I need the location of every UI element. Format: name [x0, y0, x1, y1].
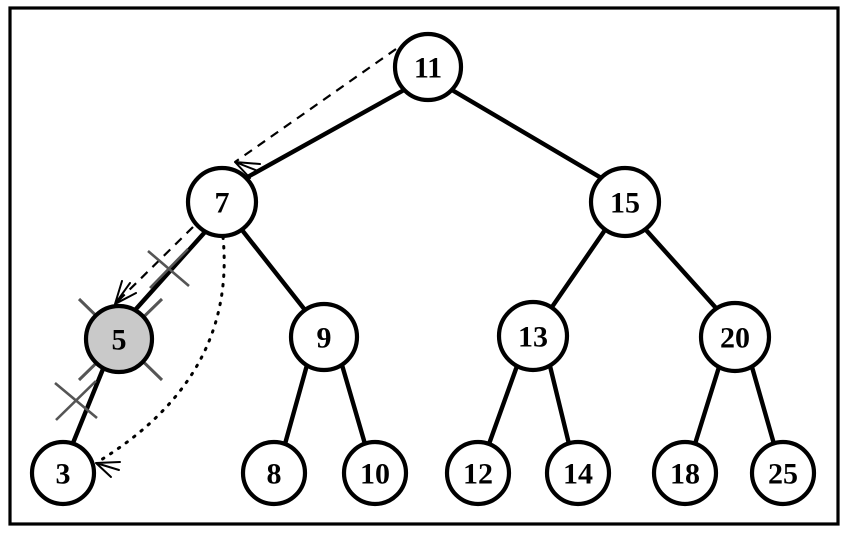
node-10-label: 10 — [360, 458, 390, 491]
edge-15-20 — [643, 227, 719, 311]
edge-9-8 — [282, 362, 310, 447]
node-7-circle[interactable] — [185, 165, 259, 239]
edge-7-9 — [239, 227, 308, 313]
edge-20-25 — [749, 364, 777, 447]
node-13-label: 13 — [518, 321, 548, 354]
node-11[interactable]: 11 — [392, 31, 464, 103]
node-18[interactable]: 18 — [651, 439, 719, 507]
edge-13-12 — [486, 363, 520, 447]
node-13[interactable]: 13 — [496, 299, 570, 373]
edge-15-13 — [549, 227, 608, 310]
cross-mark-edge-7-5 — [147, 248, 190, 289]
node-20-circle[interactable] — [698, 300, 772, 374]
node-11-circle[interactable] — [392, 31, 464, 103]
node-7[interactable]: 7 — [185, 165, 259, 239]
node-18-circle[interactable] — [651, 439, 719, 507]
node-10[interactable]: 10 — [341, 439, 409, 507]
dashed-arrow-11-to-7 — [234, 48, 397, 179]
node-8[interactable]: 8 — [240, 439, 308, 507]
dashed-arrow-11-to-7-line — [234, 48, 397, 163]
node-25[interactable]: 25 — [749, 439, 817, 507]
edge-9-10 — [339, 362, 368, 447]
node-9-circle[interactable] — [288, 301, 360, 373]
node-12-circle[interactable] — [444, 439, 512, 507]
node-5-circle[interactable] — [83, 303, 155, 375]
node-3[interactable]: 3 — [29, 439, 97, 507]
dashed-arrow-7-to-5-head — [114, 280, 137, 305]
cross-mark-edge-5-3 — [54, 380, 98, 421]
edge-20-18 — [692, 364, 722, 447]
dotted-arrow-7-to-3 — [94, 235, 226, 478]
dashed-arrow-7-to-5-line — [114, 226, 194, 305]
node-12-label: 12 — [463, 458, 493, 491]
node-20-label: 20 — [720, 322, 750, 355]
node-5-label: 5 — [112, 324, 127, 357]
tree-nodes: 11 7 15 5 9 13 — [29, 31, 817, 507]
edge-13-14 — [547, 363, 572, 447]
dotted-arrow-7-to-3-line — [94, 235, 226, 465]
edge-11-15 — [449, 87, 606, 182]
node-8-label: 8 — [267, 458, 282, 491]
node-11-label: 11 — [414, 52, 442, 85]
node-14-circle[interactable] — [544, 439, 612, 507]
edge-11-7 — [241, 87, 407, 182]
node-18-label: 18 — [670, 458, 700, 491]
node-3-label: 3 — [56, 458, 71, 491]
node-25-circle[interactable] — [749, 439, 817, 507]
dotted-arrow-7-to-3-head — [95, 461, 121, 478]
node-13-circle[interactable] — [496, 299, 570, 373]
node-8-circle[interactable] — [240, 439, 308, 507]
node-9[interactable]: 9 — [288, 301, 360, 373]
node-5-deleted[interactable]: 5 — [83, 303, 155, 375]
node-25-label: 25 — [768, 458, 798, 491]
dashed-arrow-11-to-7-head — [234, 161, 261, 179]
tree-edges — [70, 87, 777, 447]
node-15-circle[interactable] — [588, 165, 662, 239]
node-15-label: 15 — [610, 187, 640, 220]
node-20[interactable]: 20 — [698, 300, 772, 374]
node-9-label: 9 — [317, 322, 332, 355]
node-15[interactable]: 15 — [588, 165, 662, 239]
figure-frame — [8, 6, 840, 526]
node-14[interactable]: 14 — [544, 439, 612, 507]
edge-5-3 — [70, 366, 106, 446]
node-7-label: 7 — [215, 187, 230, 220]
node-12[interactable]: 12 — [444, 439, 512, 507]
node-14-label: 14 — [563, 458, 593, 491]
node-10-circle[interactable] — [341, 439, 409, 507]
dashed-arrow-7-to-5 — [114, 226, 194, 305]
node-3-circle[interactable] — [29, 439, 97, 507]
